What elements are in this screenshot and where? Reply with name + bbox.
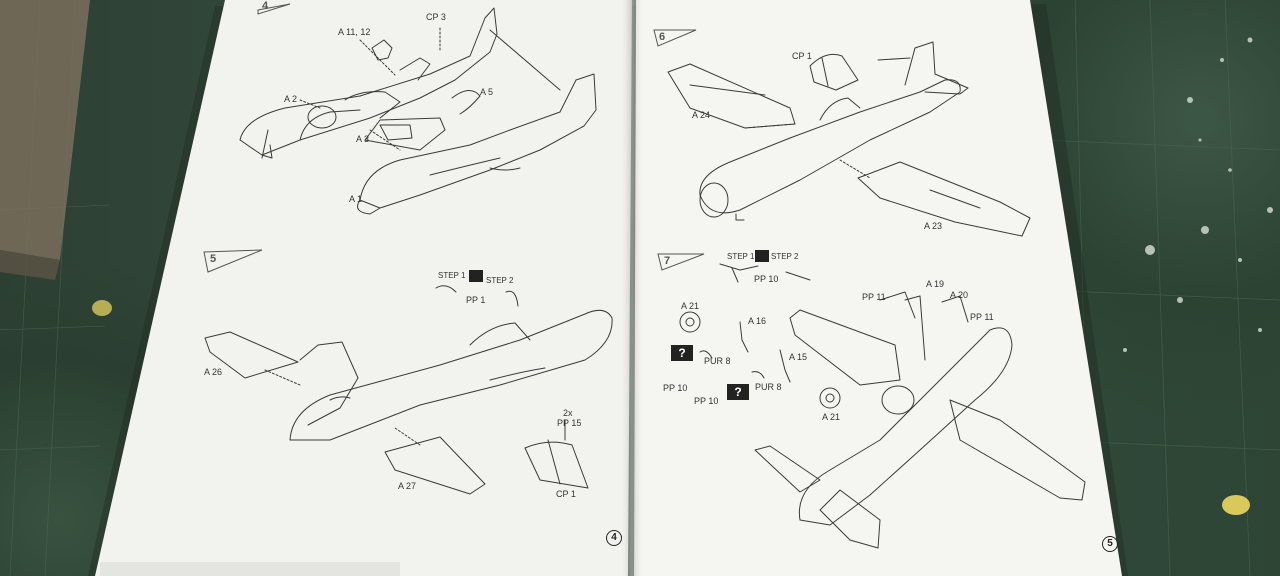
label-a21-top: A 21 — [681, 301, 700, 311]
label-step2-left: STEP 2 — [486, 276, 514, 285]
label-a19: A 19 — [926, 279, 945, 289]
label-pp1: PP 1 — [466, 295, 486, 305]
label-a21-bottom: A 21 — [822, 412, 841, 422]
step7-landing-gear-drawing — [679, 263, 1086, 549]
label-cp1-right: CP 1 — [792, 51, 812, 61]
page-number-5: 5 — [1102, 536, 1118, 552]
label-a24: A 24 — [692, 110, 711, 120]
label-pp10-bottom: PP 10 — [694, 396, 719, 406]
step-flag-5: 5 — [210, 253, 217, 265]
label-a27: A 27 — [398, 481, 417, 491]
label-a26: A 26 — [204, 367, 223, 377]
step-flag-5-shape — [203, 249, 263, 273]
label-step1-left: STEP 1 — [438, 271, 466, 280]
label-pur8-bottom: PUR 8 — [755, 382, 782, 392]
label-cp1-left: CP 1 — [556, 489, 576, 499]
right-page — [634, 0, 1122, 576]
step4-fuselage-drawing — [239, 7, 597, 215]
label-pp10-left: PP 10 — [663, 383, 688, 393]
label-cp3: CP 3 — [426, 12, 446, 22]
step-icon-left — [469, 270, 483, 282]
label-a23: A 23 — [924, 221, 943, 231]
question-box-bottom: ? — [727, 384, 749, 400]
label-pur8-top: PUR 8 — [704, 356, 731, 366]
label-pp10-top: PP 10 — [754, 274, 779, 284]
step-flag-4-shape — [257, 3, 291, 15]
label-a20: A 20 — [950, 290, 969, 300]
label-a3: A 3 — [356, 134, 370, 144]
label-step2-right: STEP 2 — [771, 252, 799, 261]
label-a11-12: A 11, 12 — [338, 27, 371, 37]
left-page — [95, 0, 632, 576]
label-step1-right: STEP 1 — [727, 252, 755, 261]
step-icon-right — [755, 250, 769, 262]
step5-tail-drawing — [204, 285, 613, 495]
page-number-4: 4 — [606, 530, 622, 546]
label-a1: A 1 — [349, 194, 363, 204]
label-a5: A 5 — [480, 87, 494, 97]
label-2x: 2x — [563, 408, 573, 418]
label-pp11-right: PP 11 — [970, 312, 994, 322]
label-pp11-left: PP 11 — [862, 292, 886, 302]
step-flag-7-shape — [657, 253, 705, 271]
step-flag-6: 6 — [659, 31, 666, 43]
step-flag-6-shape — [653, 29, 697, 47]
step-flag-4: 4 — [262, 0, 269, 12]
step-flag-7: 7 — [664, 255, 671, 267]
label-a15: A 15 — [789, 352, 808, 362]
question-box-top: ? — [671, 345, 693, 361]
label-a16: A 16 — [748, 316, 767, 326]
step6-wings-drawing — [667, 41, 1031, 237]
label-a2: A 2 — [284, 94, 298, 104]
label-pp15: PP 15 — [557, 418, 582, 428]
